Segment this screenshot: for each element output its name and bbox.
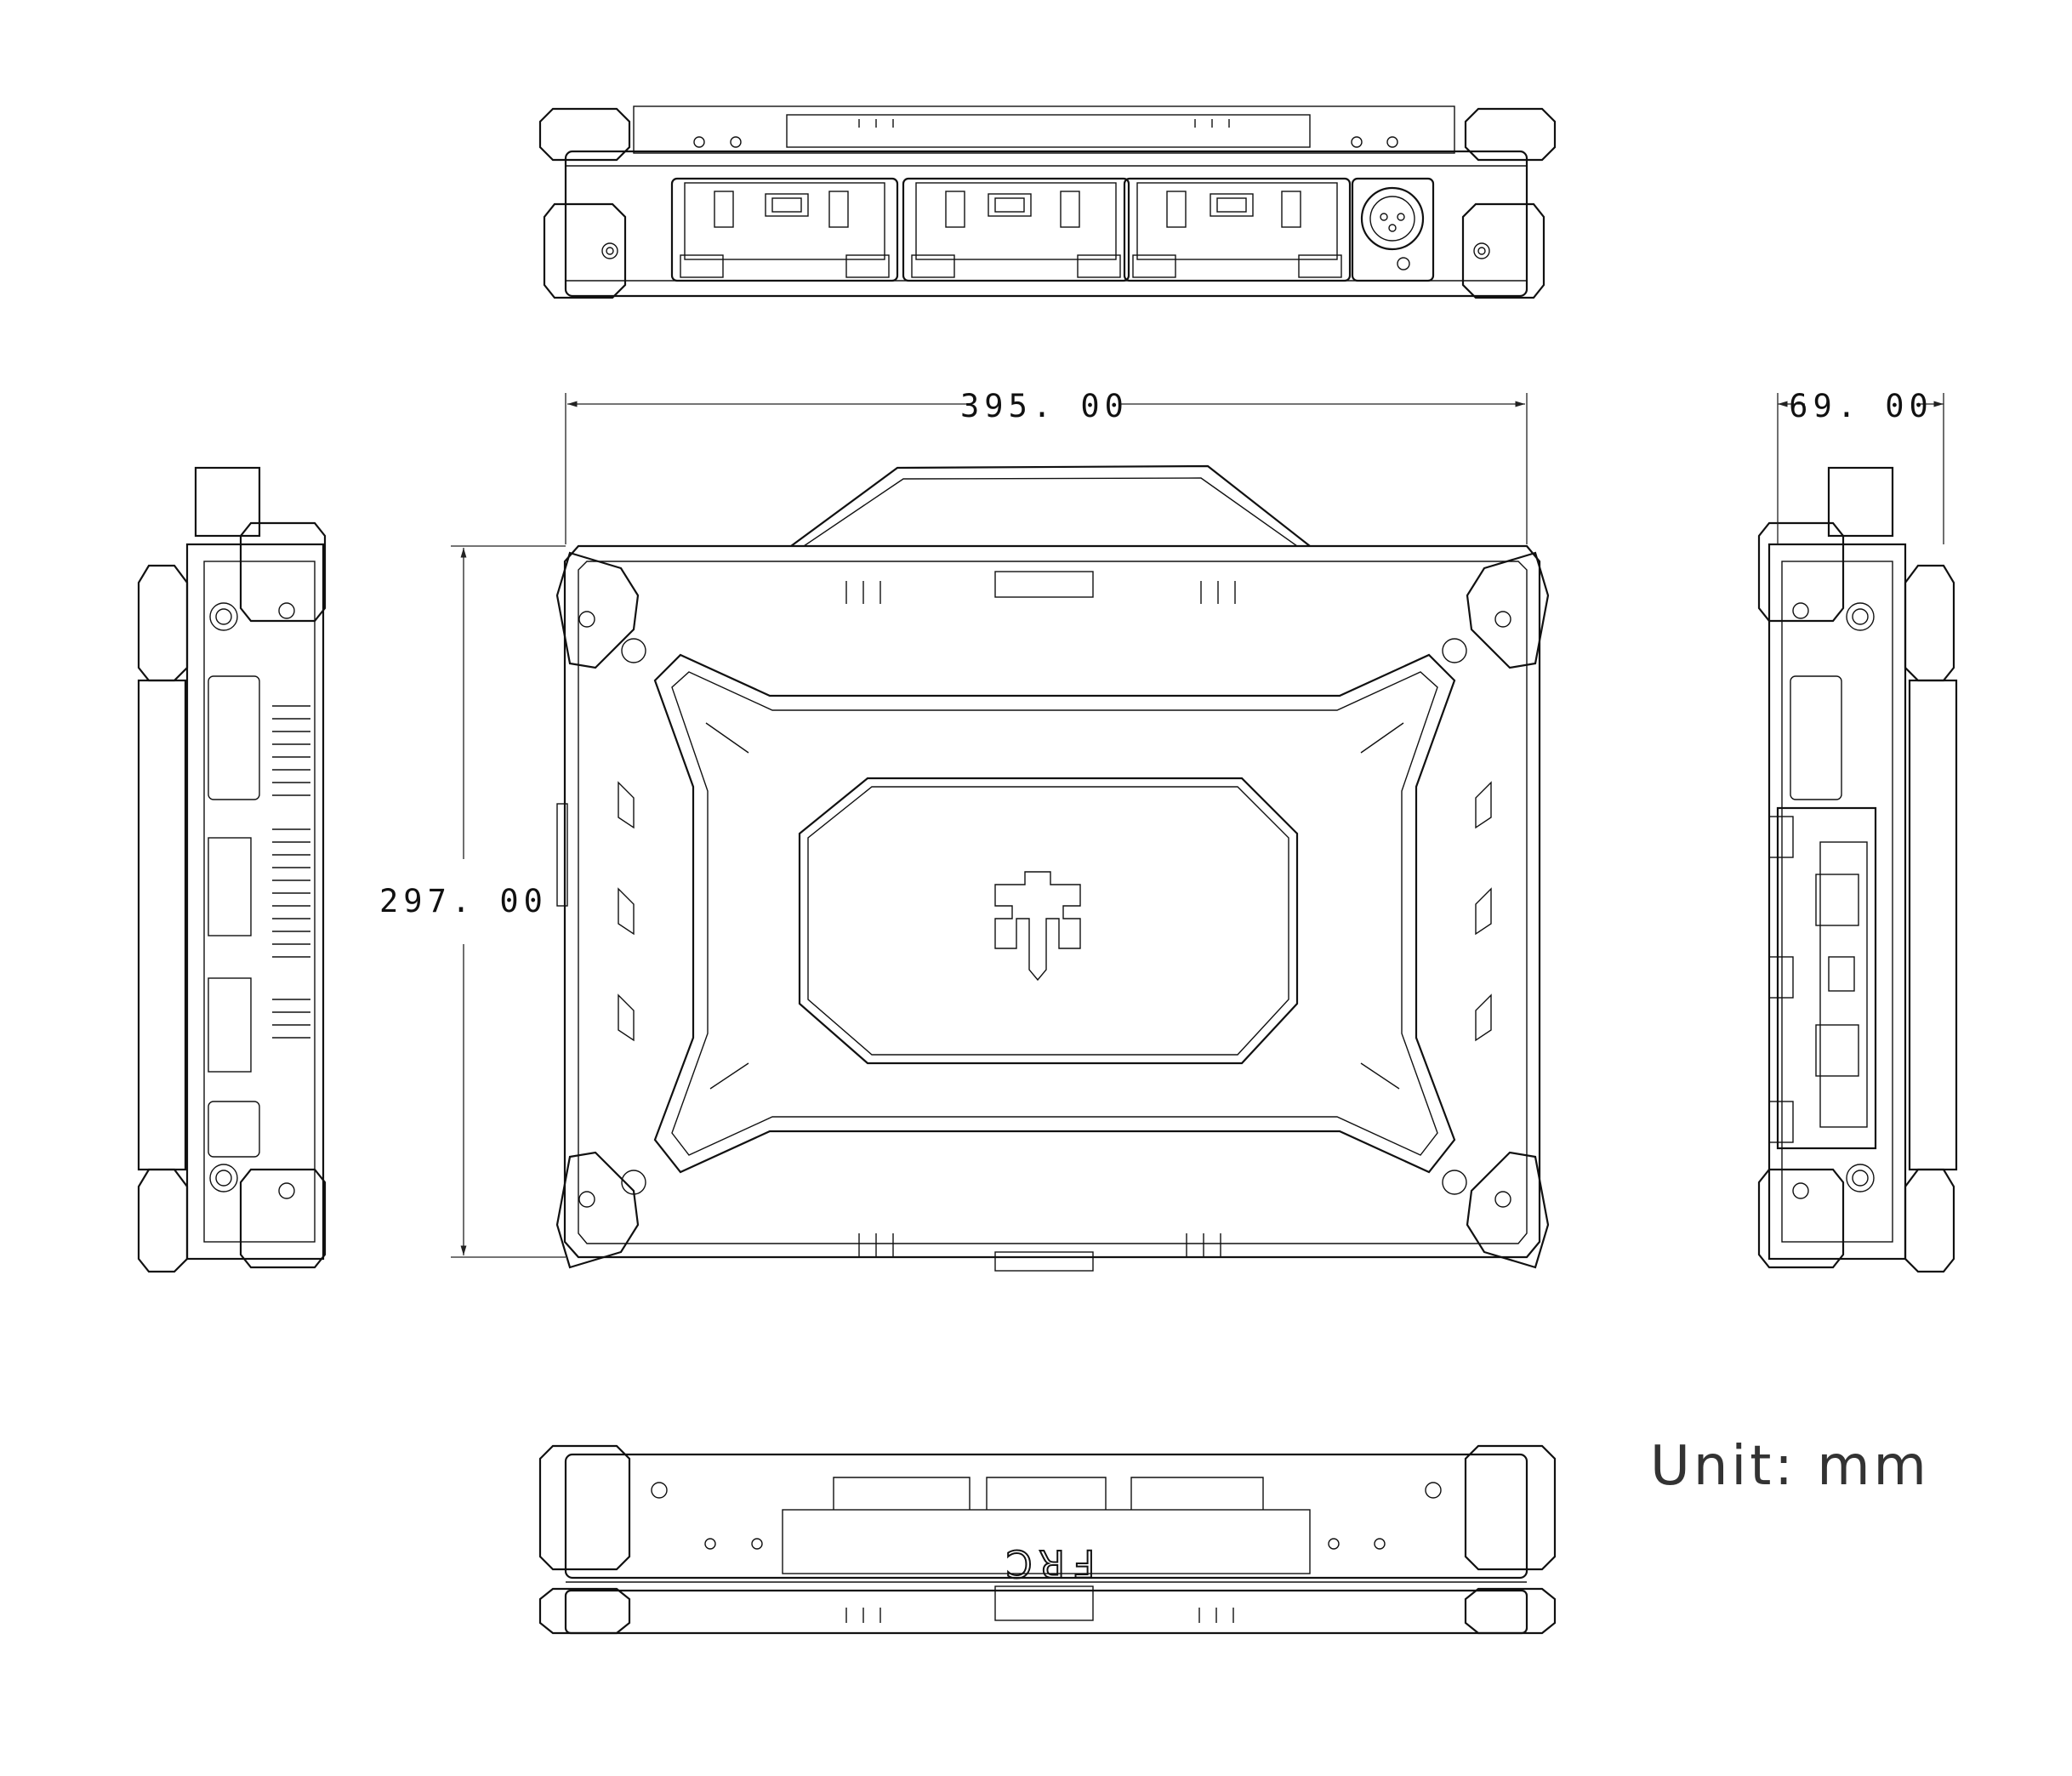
battery-bay-2	[902, 177, 1130, 282]
height-dimension: 297. 00	[379, 545, 566, 1258]
depth-dimension-label: 69. 00	[1789, 388, 1933, 424]
left-side-view	[137, 466, 327, 1273]
top-view	[538, 105, 1557, 299]
depth-dimension: 69. 00	[1777, 388, 1944, 544]
height-dimension-label: 297. 00	[379, 883, 548, 919]
dc-power-connector	[1351, 177, 1435, 282]
front-view	[555, 464, 1550, 1272]
bottom-view: FRC	[538, 1444, 1557, 1635]
battery-bay-1	[670, 177, 899, 282]
unit-label: Unit: mm	[1650, 1435, 1930, 1498]
brand-emblem	[994, 871, 1081, 982]
battery-bay-3	[1123, 177, 1352, 282]
brand-logo-text: FRC	[998, 1541, 1095, 1585]
width-dimension-label: 395. 00	[960, 388, 1129, 424]
right-side-view	[1757, 466, 1958, 1273]
width-dimension: 395. 00	[565, 388, 1528, 544]
